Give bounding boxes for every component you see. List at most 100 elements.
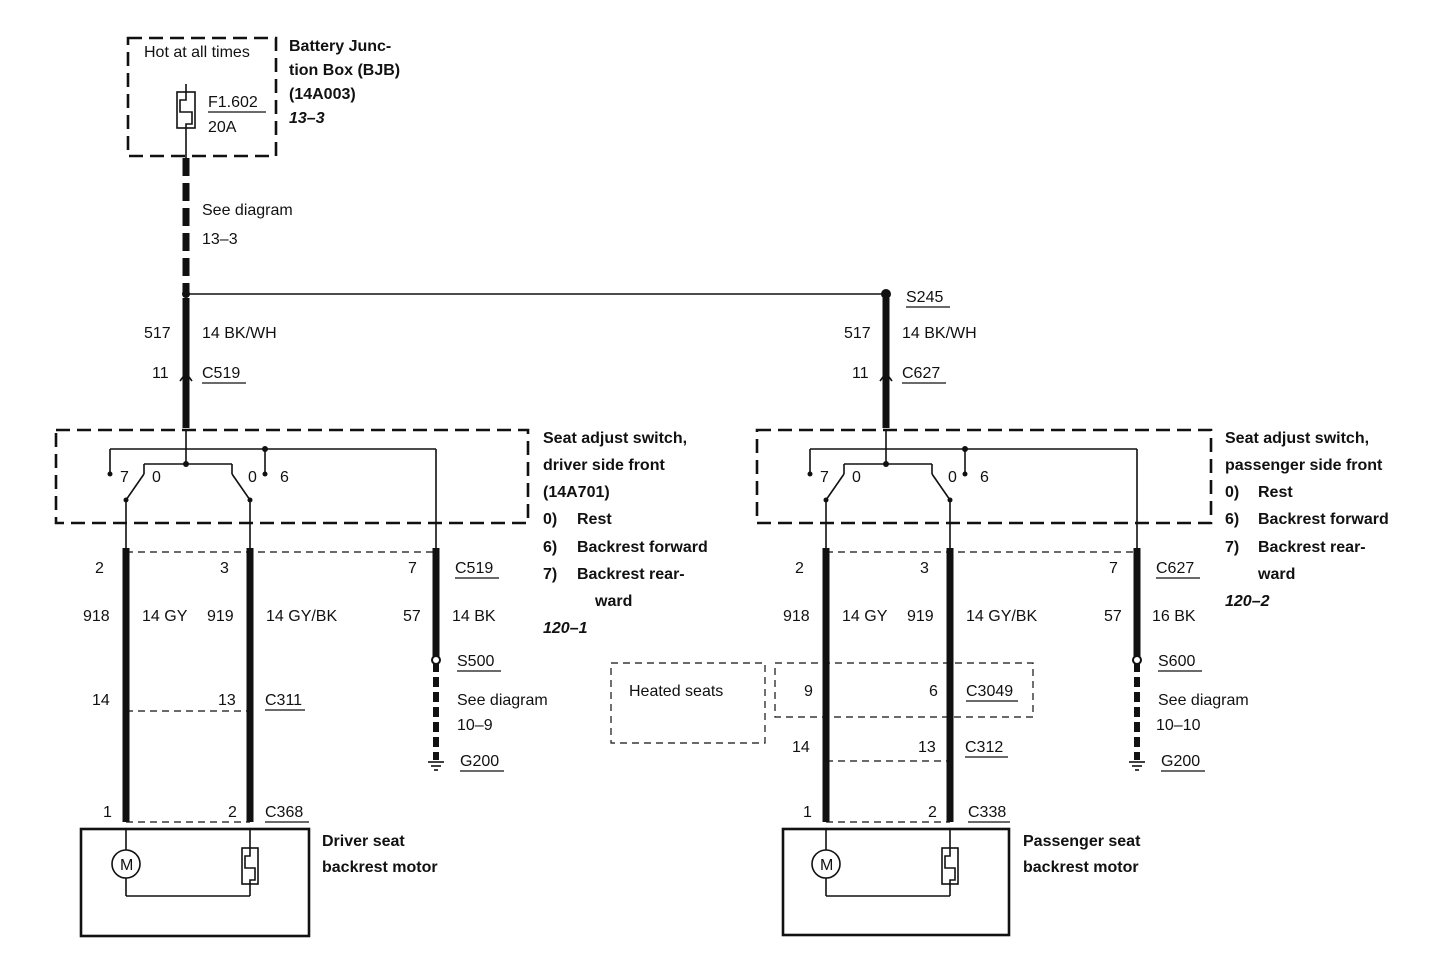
- driver-switch-blade-right: [231, 473, 251, 501]
- passenger-c338-pin-1: 1: [803, 804, 812, 821]
- see-diagram-top: See diagram: [202, 202, 293, 219]
- heated-seats-box: [610, 662, 766, 744]
- passenger-pos0-num: 0): [1225, 484, 1239, 501]
- passenger-ground-ref: 10–10: [1156, 717, 1201, 734]
- bjb-page-ref: 13–3: [289, 110, 325, 127]
- splice-dot-left: [182, 290, 190, 298]
- ground-icon: [428, 761, 444, 771]
- passenger-switch-blade-right: [931, 473, 951, 501]
- driver-out-pin-3: 3: [220, 560, 229, 577]
- passenger-pos0-text: Rest: [1258, 484, 1293, 501]
- connector-c3049: C3049: [966, 683, 1013, 700]
- driver-pos0-num: 0): [543, 511, 557, 528]
- passenger-circuit-57: 57: [1104, 608, 1122, 625]
- passenger-switch-title2: passenger side front: [1225, 457, 1383, 474]
- c3049-pin-9: 9: [804, 683, 813, 700]
- driver-circuit-919: 919: [207, 608, 234, 625]
- driver-c368-pin-1: 1: [103, 804, 112, 821]
- passenger-pos6-text: Backrest forward: [1258, 511, 1389, 528]
- passenger-wire-color-gybk: 14 GY/BK: [966, 608, 1037, 625]
- bjb-title-line2: tion Box (BJB): [289, 62, 400, 79]
- driver-pos7-text1: Backrest rear-: [577, 566, 685, 583]
- passenger-switch-blade-left: [825, 473, 845, 501]
- heated-seats-label: Heated seats: [629, 683, 723, 700]
- passenger-out-pin-7: 7: [1109, 560, 1118, 577]
- passenger-pos7-text1: Backrest rear-: [1258, 539, 1366, 556]
- passenger-circuit-517: 517: [844, 325, 871, 342]
- passenger-motor-title1: Passenger seat: [1023, 833, 1141, 850]
- driver-ground-see: See diagram: [457, 692, 548, 709]
- hot-at-all-times-label: Hot at all times: [144, 44, 250, 61]
- passenger-motor-outline: [781, 827, 1011, 937]
- splice-dot-s245: [881, 289, 891, 299]
- passenger-circuit-919: 919: [907, 608, 934, 625]
- fuse-id: F1.602: [208, 94, 258, 111]
- driver-motor-outline: [79, 827, 311, 938]
- passenger-side-circuit: 517 14 BK/WH 11 C627 7 0 0 6 Seat adjust…: [610, 298, 1389, 937]
- passenger-wire-color-in: 14 BK/WH: [902, 325, 977, 342]
- driver-splice-s500-label: S500: [457, 653, 494, 670]
- driver-ground-ref: 10–9: [457, 717, 493, 734]
- bjb-title-line1: Battery Junc-: [289, 38, 391, 55]
- ground-icon: [1129, 761, 1145, 771]
- driver-connector-c311: C311: [265, 692, 302, 709]
- driver-switch-title1: Seat adjust switch,: [543, 430, 687, 447]
- driver-wire-color-bk: 14 BK: [452, 608, 496, 625]
- driver-contact-7: 7: [120, 469, 129, 486]
- fuse-rating: 20A: [208, 119, 237, 136]
- passenger-contact-7: 7: [820, 469, 829, 486]
- driver-c311-pin-13: 13: [218, 692, 236, 709]
- driver-circuit-517: 517: [144, 325, 171, 342]
- splice-s245-label: S245: [906, 289, 943, 306]
- driver-wire-color-in: 14 BK/WH: [202, 325, 277, 342]
- passenger-out-pin-3: 3: [920, 560, 929, 577]
- driver-pos7-text2: ward: [594, 593, 632, 610]
- passenger-splice-s600: [1132, 655, 1142, 665]
- see-diagram-top-ref: 13–3: [202, 231, 238, 248]
- driver-wire-color-gy: 14 GY: [142, 608, 188, 625]
- passenger-switch-title1: Seat adjust switch,: [1225, 430, 1369, 447]
- driver-circuit-918: 918: [83, 608, 110, 625]
- driver-connector-c519-out: C519: [455, 560, 493, 577]
- passenger-switch-page-ref: 120–2: [1225, 593, 1270, 610]
- driver-switch-outline: [54, 428, 530, 525]
- driver-wire-color-gybk: 14 GY/BK: [266, 608, 337, 625]
- passenger-connector-c312: C312: [965, 739, 1003, 756]
- bjb-outline: [126, 36, 278, 158]
- driver-switch-page-ref: 120–1: [543, 620, 588, 637]
- passenger-connector-c338: C338: [968, 804, 1006, 821]
- driver-out-pin-2: 2: [95, 560, 104, 577]
- driver-motor-title2: backrest motor: [322, 859, 438, 876]
- driver-pos7-num: 7): [543, 566, 557, 583]
- driver-motor-symbol: M: [120, 857, 133, 874]
- driver-contact-0a: 0: [152, 469, 161, 486]
- passenger-pos7-text2: ward: [1257, 566, 1295, 583]
- driver-connector-c368: C368: [265, 804, 303, 821]
- driver-pin-11: 11: [152, 365, 169, 382]
- driver-contact-6: 6: [280, 469, 289, 486]
- driver-out-pin-7: 7: [408, 560, 417, 577]
- passenger-c338-pin-2: 2: [928, 804, 937, 821]
- driver-pos6-text: Backrest forward: [577, 539, 708, 556]
- fuse-element: [179, 84, 193, 160]
- passenger-wire-color-bk: 16 BK: [1152, 608, 1196, 625]
- driver-contact-0b: 0: [248, 469, 257, 486]
- driver-side-circuit: 517 14 BK/WH 11 C519 7 0 0 6 Seat adjust…: [54, 298, 708, 938]
- driver-circuit-57: 57: [403, 608, 421, 625]
- passenger-connector-c627-out: C627: [1156, 560, 1194, 577]
- passenger-c312-pin-13: 13: [918, 739, 936, 756]
- driver-connector-c519-in: C519: [202, 365, 240, 382]
- passenger-contact-6: 6: [980, 469, 989, 486]
- driver-switch-blade-left: [125, 473, 145, 501]
- driver-c311-pin-14: 14: [92, 692, 110, 709]
- passenger-splice-s600-label: S600: [1158, 653, 1195, 670]
- passenger-contact-0a: 0: [852, 469, 861, 486]
- passenger-contact-0b: 0: [948, 469, 957, 486]
- driver-c368-pin-2: 2: [228, 804, 237, 821]
- driver-pos6-num: 6): [543, 539, 557, 556]
- passenger-pos6-num: 6): [1225, 511, 1239, 528]
- driver-pos0-text: Rest: [577, 511, 612, 528]
- passenger-circuit-918: 918: [783, 608, 810, 625]
- driver-ground-g200: G200: [460, 753, 499, 770]
